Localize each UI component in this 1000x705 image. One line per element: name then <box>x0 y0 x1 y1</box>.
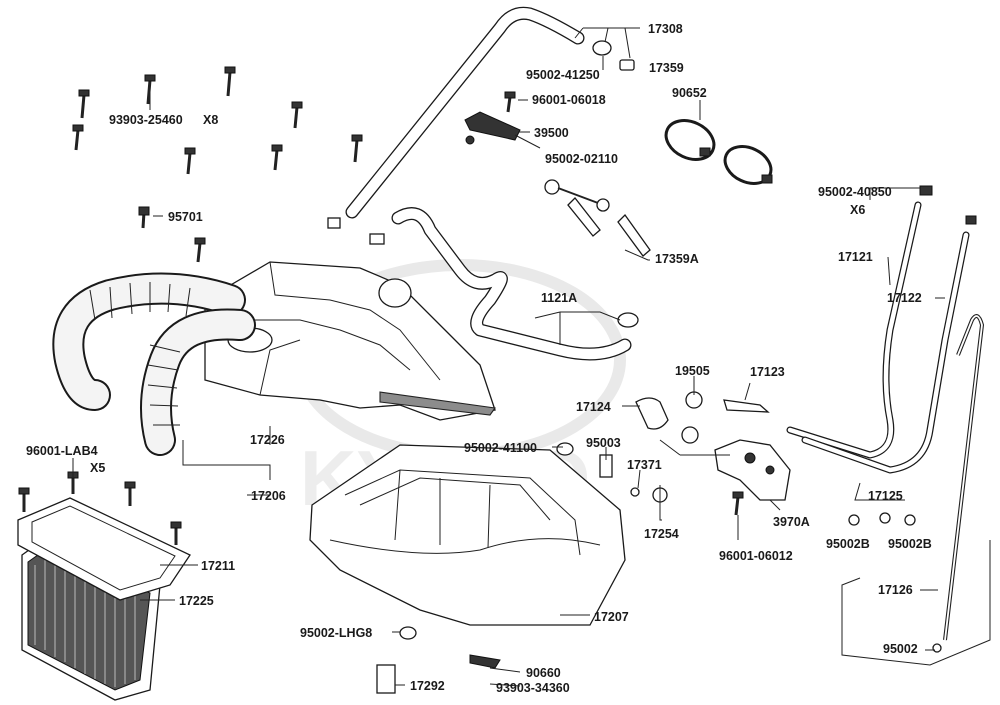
label-17123: 17123 <box>750 365 785 379</box>
label-95002-41250: 95002-41250 <box>526 68 600 82</box>
label-3970A: 3970A <box>773 515 810 529</box>
label-17206: 17206 <box>251 489 286 503</box>
label-95003: 95003 <box>586 436 621 450</box>
label-17254: 17254 <box>644 527 679 541</box>
filter-frame <box>17 497 191 601</box>
top-clamps <box>592 40 635 71</box>
label-17211: 17211 <box>201 559 235 573</box>
label-95002-41100: 95002-41100 <box>464 441 537 455</box>
label-90652: 90652 <box>672 86 707 100</box>
label-x5: X5 <box>90 461 105 475</box>
label-93903-34360: 93903-34360 <box>496 681 570 695</box>
label-95701: 95701 <box>168 210 203 224</box>
label-17126: 17126 <box>878 583 913 597</box>
label-95002: 95002 <box>883 642 918 656</box>
label-95002-LHG8: 95002-LHG8 <box>300 626 372 640</box>
intake-hose-1121a <box>391 207 632 361</box>
label-96001-06018: 96001-06018 <box>532 93 606 107</box>
air-cleaner-case <box>309 444 626 626</box>
short-hose-17124 <box>635 397 669 430</box>
valve-3970a <box>714 439 791 501</box>
bolts <box>18 66 744 545</box>
label-95002-40850: 95002-40850 <box>818 185 892 199</box>
label-17124: 17124 <box>576 400 611 414</box>
label-93903-25460: 93903-25460 <box>109 113 183 127</box>
label-17292: 17292 <box>410 679 445 693</box>
intake-duct <box>52 272 256 456</box>
label-95002B-right: 95002B <box>888 537 932 551</box>
air-cleaner-cover <box>204 261 496 421</box>
connector-17123 <box>723 399 770 413</box>
label-17225: 17225 <box>179 594 214 608</box>
label-90660: 90660 <box>526 666 561 680</box>
part-labels: 17308 95002-41250 17359 96001-06018 9065… <box>26 22 932 695</box>
label-1121A: 1121A <box>541 291 577 305</box>
label-96001-LAB4: 96001-LAB4 <box>26 444 98 458</box>
drain-tubes <box>786 201 970 474</box>
label-x8: X8 <box>203 113 218 127</box>
label-17359: 17359 <box>649 61 684 75</box>
label-17359A: 17359A <box>655 252 699 266</box>
label-17121: 17121 <box>838 250 873 264</box>
label-17371: 17371 <box>627 458 662 472</box>
label-17226: 17226 <box>250 433 285 447</box>
rod-17126 <box>943 314 985 641</box>
label-95002-02110: 95002-02110 <box>545 152 618 166</box>
label-39500: 39500 <box>534 126 569 140</box>
label-95002B-left: 95002B <box>826 537 870 551</box>
label-19505: 19505 <box>675 364 710 378</box>
leader-lines <box>72 27 991 687</box>
small-hoses <box>567 197 651 257</box>
label-17308: 17308 <box>648 22 683 36</box>
clamp-rings <box>664 119 773 185</box>
label-96001-06012: 96001-06012 <box>719 549 793 563</box>
sensor-39500 <box>464 111 541 149</box>
clip-pair <box>544 179 610 212</box>
label-17125: 17125 <box>868 489 903 503</box>
breather-tube <box>345 6 585 219</box>
label-17122: 17122 <box>887 291 922 305</box>
label-17207: 17207 <box>594 610 629 624</box>
label-x6: X6 <box>850 203 865 217</box>
